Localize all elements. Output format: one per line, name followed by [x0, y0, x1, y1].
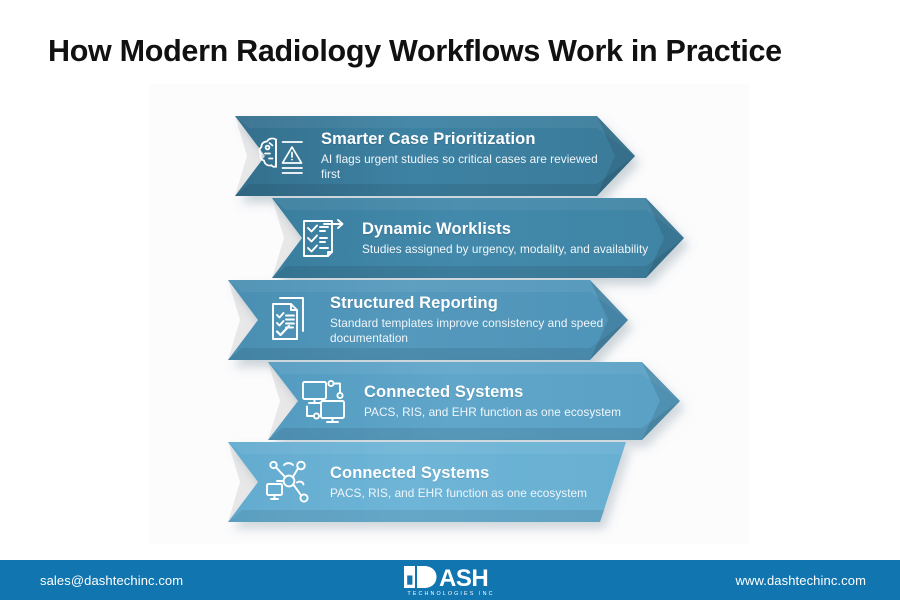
banner-shape: [235, 116, 635, 196]
footer-email-link[interactable]: sales@dashtechinc.com: [40, 572, 184, 588]
dash-logo-tagline: TECHNOLOGIES INC: [407, 591, 495, 597]
banner-shape: [268, 362, 680, 440]
footer-bar: sales@dashtechinc.com ASH TECHNOLOGIES I…: [0, 560, 900, 600]
dash-logo-mark: ASH: [404, 565, 489, 590]
chevron-stack: Smarter Case Prioritization AI flags urg…: [228, 116, 684, 522]
banner-dynamic-worklists[interactable]: Dynamic Worklists Studies assigned by ur…: [272, 198, 684, 278]
banner-structured-reporting[interactable]: Structured Reporting Standard templates …: [228, 280, 628, 360]
page-title: How Modern Radiology Workflows Work in P…: [48, 34, 782, 68]
banner-shape: [272, 198, 684, 278]
banner-connected-systems-network[interactable]: Connected Systems PACS, RIS, and EHR fun…: [228, 442, 628, 522]
dash-logo-text: ASH: [439, 565, 488, 590]
banner-smarter-case-prioritization[interactable]: Smarter Case Prioritization AI flags urg…: [235, 116, 635, 196]
banner-shape: [228, 280, 628, 360]
banner-connected-systems-monitors[interactable]: Connected Systems PACS, RIS, and EHR fun…: [268, 362, 680, 440]
dash-logo: ASH TECHNOLOGIES INC: [370, 564, 530, 597]
footer-website-link[interactable]: www.dashtechinc.com: [735, 572, 866, 588]
banner-shape: [228, 442, 626, 522]
